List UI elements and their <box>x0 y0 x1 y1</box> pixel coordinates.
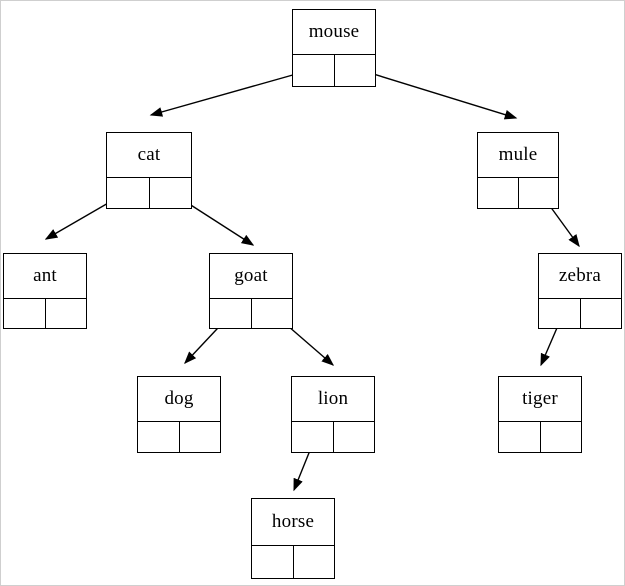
tree-node-lion[interactable]: lion <box>291 376 375 453</box>
node-label-horse: horse <box>271 510 315 532</box>
node-left-pointer-tiger[interactable] <box>499 422 541 452</box>
node-label-goat: goat <box>234 264 268 286</box>
tree-node-goat[interactable]: goat <box>209 253 293 329</box>
tree-node-dog[interactable]: dog <box>137 376 221 453</box>
node-pointer-cells-mouse <box>293 54 375 86</box>
node-left-pointer-lion[interactable] <box>292 422 334 452</box>
node-pointer-cells-dog <box>138 421 220 452</box>
node-left-pointer-zebra[interactable] <box>539 299 581 328</box>
node-pointer-cells-zebra <box>539 298 621 328</box>
node-left-pointer-horse[interactable] <box>252 546 294 578</box>
node-pointer-cells-tiger <box>499 421 581 452</box>
node-pointer-cells-cat <box>107 177 191 208</box>
node-pointer-cells-goat <box>210 298 292 328</box>
node-right-pointer-dog[interactable] <box>180 422 221 452</box>
node-left-pointer-mule[interactable] <box>478 178 519 208</box>
node-right-pointer-zebra[interactable] <box>581 299 622 328</box>
node-right-pointer-horse[interactable] <box>294 546 335 578</box>
node-pointer-cells-lion <box>292 421 374 452</box>
node-pointer-cells-ant <box>4 298 86 328</box>
node-label-lion: lion <box>317 387 349 409</box>
node-label-mule: mule <box>498 143 538 165</box>
node-right-pointer-mouse[interactable] <box>335 55 376 86</box>
node-right-pointer-tiger[interactable] <box>541 422 582 452</box>
node-label-dog: dog <box>164 387 194 409</box>
node-label-mouse: mouse <box>308 20 360 42</box>
tree-node-cat[interactable]: cat <box>106 132 192 209</box>
node-right-pointer-cat[interactable] <box>150 178 192 208</box>
node-left-pointer-cat[interactable] <box>107 178 150 208</box>
tree-edge-mouse-to-cat <box>149 68 315 117</box>
node-label-tiger: tiger <box>522 387 558 409</box>
node-label-cat: cat <box>137 143 161 165</box>
tree-edge-mouse-to-mule <box>353 67 518 120</box>
node-label-zebra: zebra <box>558 264 602 286</box>
node-left-pointer-ant[interactable] <box>4 299 46 328</box>
node-left-pointer-dog[interactable] <box>138 422 180 452</box>
node-right-pointer-ant[interactable] <box>46 299 87 328</box>
tree-node-mouse[interactable]: mouse <box>292 9 376 87</box>
node-left-pointer-mouse[interactable] <box>293 55 335 86</box>
node-label-ant: ant <box>33 264 57 286</box>
tree-node-ant[interactable]: ant <box>3 253 87 329</box>
node-left-pointer-goat[interactable] <box>210 299 252 328</box>
tree-node-zebra[interactable]: zebra <box>538 253 622 329</box>
node-pointer-cells-horse <box>252 545 334 578</box>
node-right-pointer-lion[interactable] <box>334 422 375 452</box>
tree-node-horse[interactable]: horse <box>251 498 335 579</box>
tree-node-tiger[interactable]: tiger <box>498 376 582 453</box>
node-right-pointer-mule[interactable] <box>519 178 559 208</box>
tree-node-mule[interactable]: mule <box>477 132 559 209</box>
node-pointer-cells-mule <box>478 177 558 208</box>
node-right-pointer-goat[interactable] <box>252 299 293 328</box>
